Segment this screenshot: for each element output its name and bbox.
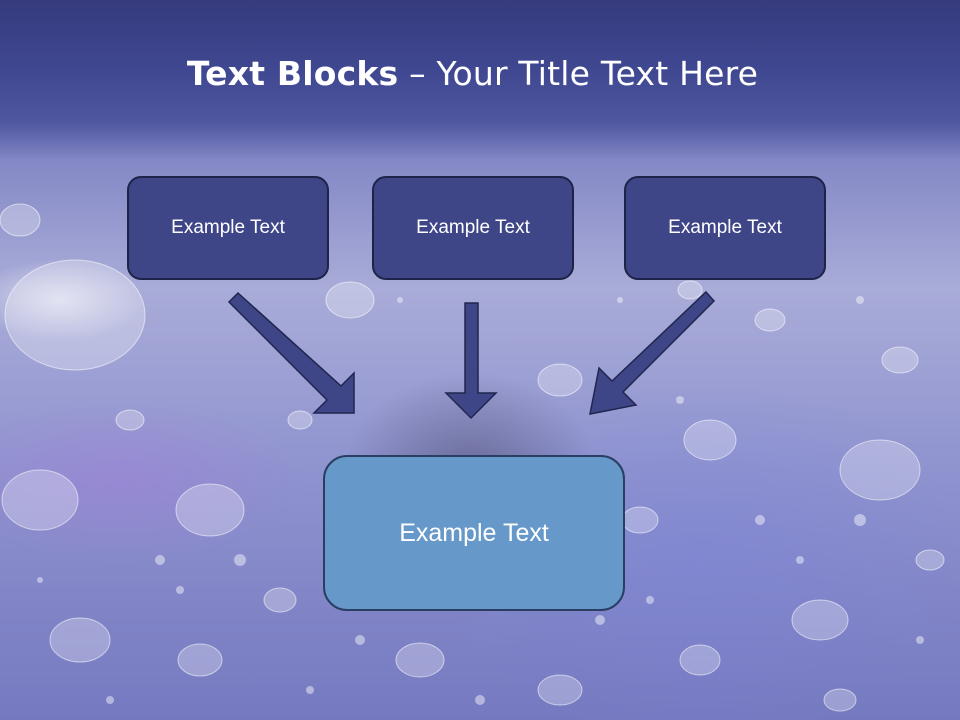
left-arrow [227,291,355,414]
title-bold-part: Text Blocks [186,54,399,93]
text-block-left[interactable]: Example Text [127,176,329,280]
text-block-right[interactable]: Example Text [624,176,826,280]
title-dash: – [398,54,437,93]
title-banner [0,0,960,160]
text-block-center[interactable]: Example Text [372,176,574,280]
right-arrow [589,290,716,415]
text-block-main[interactable]: Example Text [323,455,625,611]
slide-title: Text Blocks – Your Title Text Here [0,54,945,93]
center-arrow [444,302,498,420]
title-rest: Your Title Text Here [436,54,759,93]
